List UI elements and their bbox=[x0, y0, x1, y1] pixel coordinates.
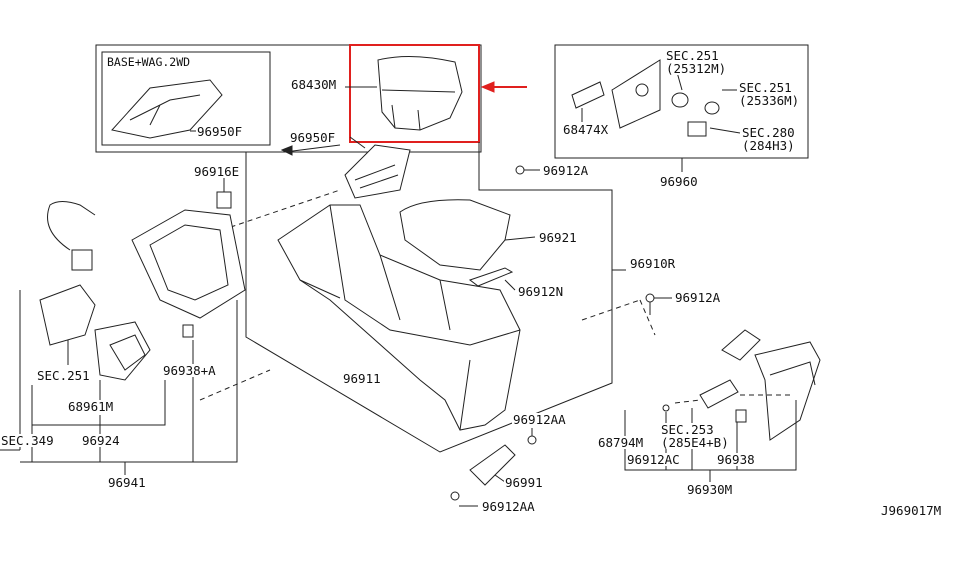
diagram-id: J969017M bbox=[880, 503, 943, 518]
section-253-ref: (285E4+B) bbox=[660, 435, 730, 450]
part-number-96921: 96921 bbox=[538, 230, 578, 245]
part-number-96938a: 96938+A bbox=[162, 363, 217, 378]
section-280: SEC.280 bbox=[741, 125, 796, 140]
part-number-96930m: 96930M bbox=[686, 482, 734, 497]
part-number-96911: 96911 bbox=[342, 371, 382, 386]
highlight-box bbox=[349, 44, 480, 143]
part-number-68430m: 68430M bbox=[290, 77, 338, 92]
part-number-96912aa-top: 96912AA bbox=[512, 412, 567, 427]
part-number-96912ac: 96912AC bbox=[626, 452, 681, 467]
base-wag-inset-frame bbox=[101, 51, 271, 146]
part-number-96991: 96991 bbox=[504, 475, 544, 490]
part-number-68474x: 68474X bbox=[562, 122, 610, 137]
section-251-a-ref: (25312M) bbox=[665, 61, 728, 76]
section-251-b-ref: (25336M) bbox=[738, 93, 801, 108]
section-280-ref: (284H3) bbox=[741, 138, 796, 153]
part-number-96938: 96938 bbox=[716, 452, 756, 467]
part-number-96941: 96941 bbox=[107, 475, 147, 490]
label-base-wag: BASE+WAG.2WD bbox=[106, 55, 192, 69]
part-number-68961m: 68961M bbox=[67, 399, 115, 414]
part-number-96910r: 96910R bbox=[629, 256, 677, 271]
part-number-96912a-right: 96912A bbox=[674, 290, 722, 305]
section-253: SEC.253 bbox=[660, 422, 715, 437]
section-251-b: SEC.251 bbox=[738, 80, 793, 95]
part-number-96912aa-bottom: 96912AA bbox=[481, 499, 536, 514]
section-251-left: SEC.251 bbox=[36, 368, 91, 383]
part-number-96924: 96924 bbox=[81, 433, 121, 448]
section-349: SEC.349 bbox=[0, 433, 55, 448]
part-number-96912n: 96912N bbox=[517, 284, 565, 299]
part-number-96960: 96960 bbox=[659, 174, 699, 189]
part-number-96912a-top: 96912A bbox=[542, 163, 590, 178]
part-number-96950f-inset: 96950F bbox=[196, 124, 244, 139]
part-number-68794m: 68794M bbox=[597, 435, 645, 450]
part-number-96916e: 96916E bbox=[193, 164, 241, 179]
part-number-96950f: 96950F bbox=[289, 130, 337, 145]
section-251-a: SEC.251 bbox=[665, 48, 720, 63]
